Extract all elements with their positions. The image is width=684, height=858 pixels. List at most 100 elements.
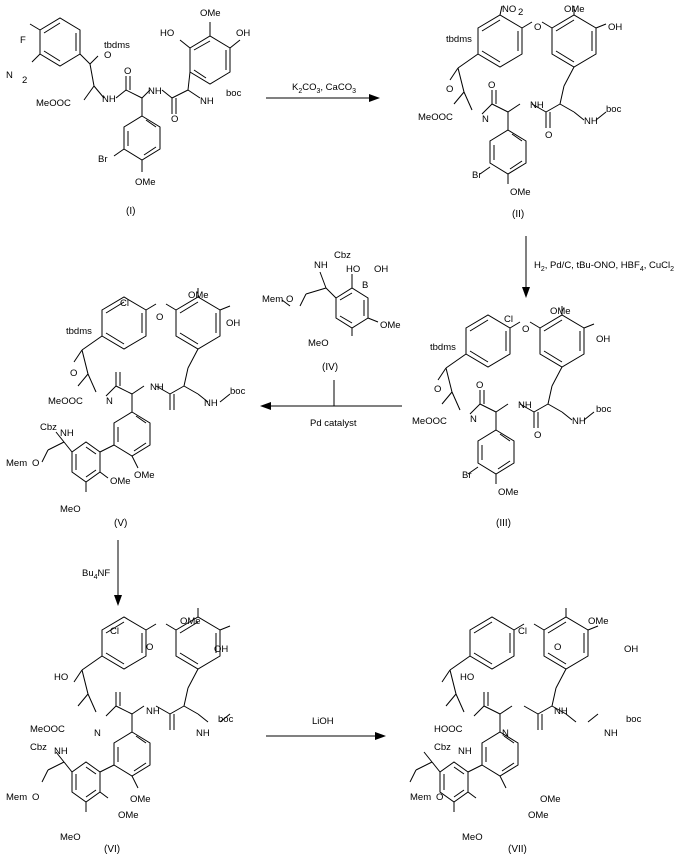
atom-label: OMe — [110, 476, 131, 487]
atom-label: N — [502, 728, 509, 739]
atom-label: HO — [160, 28, 174, 39]
atom-label: 2 — [518, 7, 523, 18]
atom-label: F — [20, 35, 26, 46]
compound-VI-labels: Cl OMe O OH HO MeOOC N NH NH boc Cbz NH … — [6, 616, 234, 855]
atom-label: OH — [214, 644, 228, 655]
atom-label: O — [522, 324, 529, 335]
atom-label: NH — [146, 706, 160, 717]
atom-label: N — [94, 728, 101, 739]
reagent-step2: H2, Pd/C, tBu-ONO, HBF4, CuCl2 — [534, 260, 674, 273]
atom-label: OMe — [588, 616, 609, 627]
atom-label: MeO — [60, 504, 81, 515]
atom-label: NH — [150, 382, 164, 393]
atom-label: tbdms — [104, 40, 130, 51]
atom-label: B — [362, 280, 368, 291]
atom-label: OMe — [564, 4, 585, 15]
atom-label: NH — [148, 86, 162, 97]
compound-label-IV: (IV) — [322, 362, 338, 373]
atom-label: NH — [458, 746, 472, 757]
atom-label: NH — [200, 96, 214, 107]
atom-label: Cbz — [40, 422, 57, 433]
atom-label: OH — [374, 264, 388, 275]
compound-label-I: (I) — [126, 206, 135, 217]
atom-label: Mem — [262, 294, 283, 305]
atom-label: OMe — [180, 616, 201, 627]
atom-label: NH — [314, 260, 328, 271]
atom-label: MeO — [60, 832, 81, 843]
atom-label: O — [488, 80, 495, 91]
atom-label: NH — [584, 116, 598, 127]
atom-label: N — [470, 414, 477, 425]
atom-label: Mem — [410, 792, 431, 803]
atom-label: O — [545, 130, 552, 141]
atom-label: O — [534, 430, 541, 441]
atom-label: O — [146, 642, 153, 653]
reagent-step3: Pd catalyst — [310, 418, 357, 429]
atom-label: O — [124, 66, 131, 77]
atom-label: OMe — [118, 810, 139, 821]
arrow-step1: K2CO3, CaCO3 — [266, 82, 380, 102]
compound-II — [449, 5, 607, 184]
atom-label: N — [482, 114, 489, 125]
arrow-step2: H2, Pd/C, tBu-ONO, HBF4, CuCl2 — [522, 236, 674, 298]
atom-label: OMe — [130, 794, 151, 805]
atom-label: NH — [60, 428, 74, 439]
atom-label: NH — [604, 728, 618, 739]
reagent-step1: K2CO3, CaCO3 — [292, 82, 356, 95]
atom-label: OMe — [380, 320, 401, 331]
atom-label: O — [156, 312, 163, 323]
atom-label: O — [32, 458, 39, 469]
atom-label: Cl — [120, 298, 129, 309]
atom-label: NH — [196, 728, 210, 739]
atom-label: boc — [218, 714, 234, 725]
compound-label-VII: (VII) — [508, 844, 527, 855]
atom-label: boc — [226, 88, 242, 99]
atom-label: MeO — [462, 832, 483, 843]
atom-label: HO — [460, 672, 474, 683]
atom-label: tbdms — [446, 34, 472, 45]
compound-VII — [409, 607, 599, 812]
compound-label-V: (V) — [114, 518, 127, 529]
compound-VII-labels: Cl OMe O OH HO HOOC N NH NH boc Cbz NH M… — [410, 616, 642, 855]
compound-VI — [41, 607, 231, 812]
atom-label: MeOOC — [412, 416, 447, 427]
atom-label: Br — [472, 170, 482, 181]
atom-label: Cl — [518, 626, 527, 637]
atom-label: boc — [626, 714, 642, 725]
atom-label: boc — [596, 404, 612, 415]
atom-label: Mem — [6, 458, 27, 469]
atom-label: HO — [54, 672, 68, 683]
atom-label: O — [70, 368, 77, 379]
atom-label: O — [434, 384, 441, 395]
atom-label: MeOOC — [36, 98, 71, 109]
atom-label: O — [171, 114, 178, 125]
atom-label: Cbz — [334, 250, 351, 261]
atom-label: NH — [204, 398, 218, 409]
compound-I: F O N 2 tbdms MeOOC OMe HO OH NH NH NH b… — [6, 8, 250, 217]
atom-label: boc — [230, 386, 246, 397]
atom-label: N — [6, 70, 13, 81]
atom-label: O — [286, 294, 293, 305]
atom-label: HOOC — [434, 724, 463, 735]
compound-IV: NH Cbz HO B OH Mem O OMe MeO (IV) — [262, 250, 401, 373]
arrow-step5: LiOH — [266, 716, 386, 740]
arrow-step3: Pd catalyst — [260, 380, 402, 429]
atom-label: MeO — [308, 338, 329, 349]
atom-label: OH — [596, 334, 610, 345]
atom-label: OMe — [498, 487, 519, 498]
atom-label: NH — [554, 706, 568, 717]
atom-label: NH — [102, 94, 116, 105]
atom-label: OH — [226, 318, 240, 329]
atom-label: NH — [572, 416, 586, 427]
atom-label: MeOOC — [418, 112, 453, 123]
atom-label: NH — [54, 746, 68, 757]
atom-label: OMe — [510, 187, 531, 198]
atom-label: OMe — [540, 794, 561, 805]
compound-III — [437, 305, 595, 484]
compound-III-labels: Cl OMe O OH tbdms O MeOOC N NH NH boc O … — [412, 306, 612, 529]
atom-label: O — [32, 792, 39, 803]
atom-label: O — [534, 22, 541, 33]
atom-label: NH — [518, 400, 532, 411]
atom-label: MeOOC — [48, 396, 83, 407]
atom-label: O — [446, 84, 453, 95]
